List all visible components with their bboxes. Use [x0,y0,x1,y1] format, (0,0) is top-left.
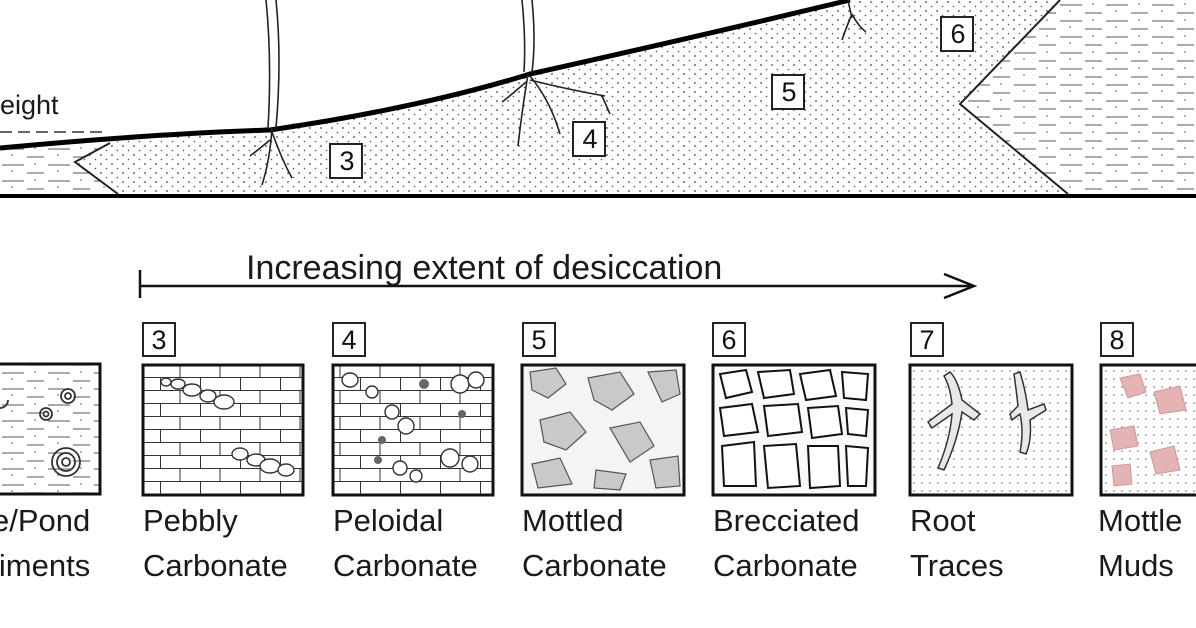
panel-root-traces [908,363,1074,497]
section-number-3: 3 [339,146,355,176]
desiccation-arrow [138,270,978,300]
panel-number-5: 5 [531,325,547,355]
lake-sediment-right [960,0,1196,194]
lake-sediment-left [0,142,118,194]
section-box-5 [771,74,805,110]
panel-number-7: 7 [919,325,935,355]
panel-number-6: 6 [721,325,737,355]
left-partial-label: eight [0,90,59,120]
section-number-4: 4 [582,124,598,154]
caption-mottled-mud-line1: Mottle [1098,503,1183,538]
panel-lake-pond [0,362,102,496]
caption-mottled-line1: Mottled [522,503,624,538]
section-box-6 [940,16,974,52]
caption-pebbly-line2: Carbonate [143,548,288,583]
caption-root-line1: Root [910,503,976,538]
ground-surface-line [0,0,851,151]
section-box-4 [572,121,606,157]
panel-pebbly-carbonate [141,363,305,497]
panel-number-3: 3 [151,325,167,355]
plant-stem-1 [249,0,293,186]
panel-brecciated-carbonate [711,363,877,497]
plant-stem-2 [501,0,611,147]
panel-mottled-carbonate [520,363,686,497]
sediment-fill [75,0,1068,194]
caption-peloidal-line1: Peloidal [333,503,444,538]
caption-lake-pond-line2: liments [0,548,91,583]
arrow-label: Increasing extent of desiccation [246,249,723,287]
caption-pebbly-line1: Pebbly [143,503,238,538]
caption-root-line2: Traces [910,548,1004,583]
plant-stem-3 [841,0,867,41]
cross-section [0,0,1196,198]
caption-brecciated-line2: Carbonate [713,548,858,583]
caption-brecciated-line1: Brecciated [713,503,860,538]
caption-mottled-mud-line2: Muds [1098,548,1174,583]
caption-lake-pond-line1: e/Pond [0,503,91,538]
panel-peloidal-carbonate [331,363,495,497]
section-number-6: 6 [950,19,966,49]
section-box-3 [329,143,363,179]
panel-number-8: 8 [1109,325,1125,355]
panel-number-4: 4 [341,325,357,355]
caption-mottled-line2: Carbonate [522,548,667,583]
panel-mottled-mudstone [1099,363,1196,497]
panel-number-boxes [142,322,1134,357]
section-number-5: 5 [781,77,797,107]
caption-peloidal-line2: Carbonate [333,548,478,583]
